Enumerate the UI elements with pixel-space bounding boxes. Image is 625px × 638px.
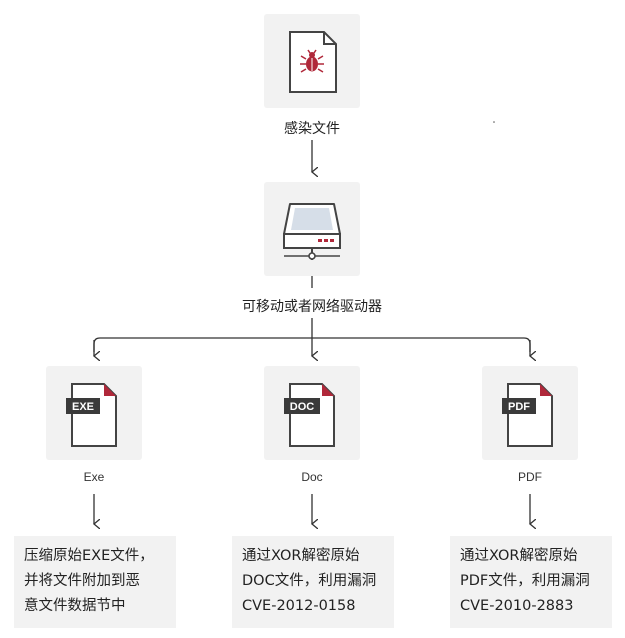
pdf-tile: PDF (482, 366, 578, 460)
bug-file-icon (289, 31, 337, 93)
doc-description-box: 通过XOR解密原始 DOC文件，利用漏洞 CVE-2012-0158 (232, 536, 394, 628)
drive-label: 可移动或者网络驱动器 (242, 299, 382, 315)
doc-tile: DOC (264, 366, 360, 460)
doc-desc-line: 通过XOR解密原始 (242, 548, 360, 564)
drive-icon (283, 203, 341, 260)
infected-file-label: 感染文件 (284, 121, 340, 137)
pdf-desc-line: CVE-2010-2883 (460, 598, 574, 614)
pdf-badge-text: PDF (508, 401, 530, 413)
exe-label: Exe (83, 470, 105, 484)
doc-desc-line: DOC文件，利用漏洞 (242, 573, 377, 589)
drive-tile (264, 182, 360, 276)
doc-desc-line: CVE-2012-0158 (242, 598, 356, 614)
pdf-file-icon: PDF (502, 383, 553, 447)
exe-tile: EXE (46, 366, 142, 460)
pdf-desc-line: PDF文件，利用漏洞 (460, 573, 590, 589)
exe-desc-line: 意文件数据节中 (24, 598, 126, 614)
exe-file-icon: EXE (66, 383, 117, 447)
pdf-desc-line: 通过XOR解密原始 (460, 548, 578, 564)
stray-dot (493, 121, 495, 123)
doc-file-icon: DOC (284, 383, 335, 447)
exe-badge-text: EXE (72, 401, 94, 413)
doc-badge-text: DOC (290, 401, 315, 413)
exe-desc-line: 并将文件附加到恶 (24, 573, 140, 589)
pdf-description-box: 通过XOR解密原始 PDF文件，利用漏洞 CVE-2010-2883 (450, 536, 612, 628)
doc-label: Doc (301, 470, 323, 484)
infected-file-tile (264, 14, 360, 108)
exe-desc-line: 压缩原始EXE文件， (24, 548, 154, 564)
exe-description-box: 压缩原始EXE文件， 并将文件附加到恶 意文件数据节中 (14, 536, 176, 628)
pdf-label: PDF (518, 470, 542, 484)
